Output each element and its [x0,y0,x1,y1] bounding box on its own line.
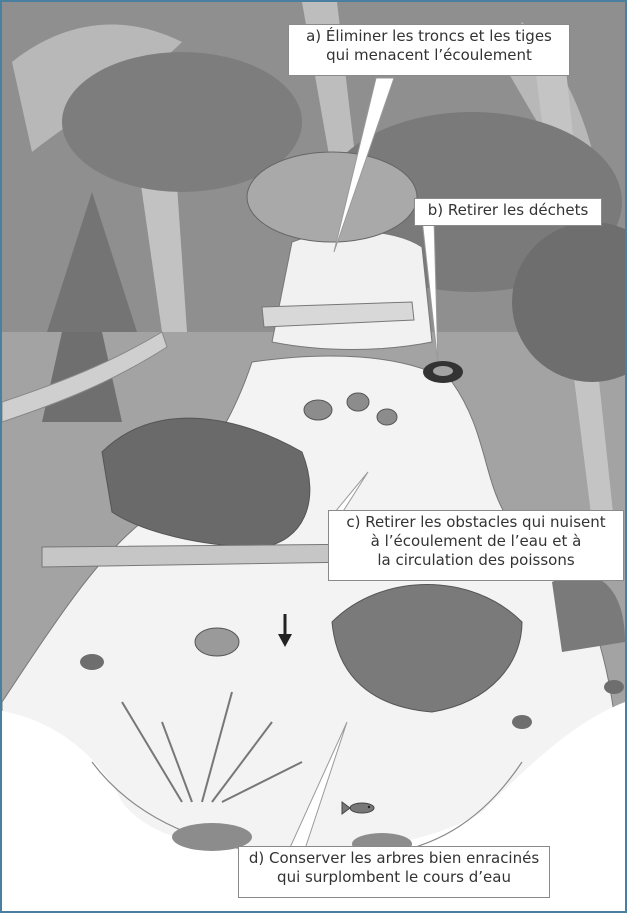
rock [347,393,369,411]
rock [304,400,332,420]
callout-b: b) Retirer les déchets [414,198,602,226]
rock [604,680,624,694]
waterfall [272,231,432,349]
callout-d-line2: qui surplombent le cours d’eau [245,868,543,887]
callout-c: c) Retirer les obstacles qui nuisent à l… [328,510,624,581]
rock [80,654,104,670]
rock [195,628,239,656]
callout-c-line3: la circulation des poissons [335,551,617,570]
callout-c-line1: c) Retirer les obstacles qui nuisent [335,513,617,532]
callout-d: d) Conserver les arbres bien enracinés q… [238,846,550,898]
rock [512,715,532,729]
callout-d-line1: d) Conserver les arbres bien enracinés [245,849,543,868]
callout-a-line1: a) Éliminer les troncs et les tiges [295,27,563,46]
rock [377,409,397,425]
callout-a-line2: qui menacent l’écoulement [295,46,563,65]
tire-icon [423,361,463,383]
callout-b-line1: b) Retirer les déchets [421,201,595,220]
callout-c-line2: à l’écoulement de l’eau et à [335,532,617,551]
callout-a: a) Éliminer les troncs et les tiges qui … [288,24,570,76]
debris-pile [247,152,417,242]
